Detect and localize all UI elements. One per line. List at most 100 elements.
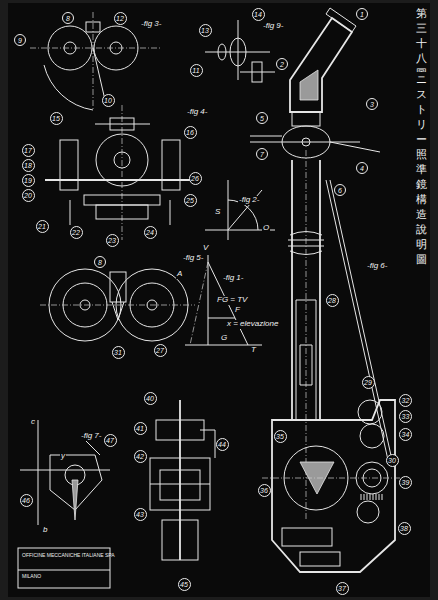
callout-number: 45 [178, 578, 191, 591]
point-letter: c [30, 418, 36, 427]
callout-text: 24 [146, 229, 154, 236]
callout-text: 5 [260, 115, 264, 122]
callout-text: 29 [364, 379, 372, 386]
callout-text: 12 [116, 15, 124, 22]
callout-number: 40 [144, 392, 157, 405]
callout-text: 17 [24, 147, 32, 154]
point-letter: T [250, 346, 257, 355]
callout-text: 8 [66, 15, 70, 22]
callout-text: 9 [18, 37, 22, 44]
callout-number: 7 [256, 148, 268, 160]
callout-number: 12 [114, 12, 127, 25]
point-letter: V [202, 244, 209, 253]
callout-text: 13 [201, 27, 209, 34]
callout-number: 26 [189, 172, 202, 185]
fig2-drawing [205, 180, 275, 240]
callout-number: 46 [20, 494, 33, 507]
callout-number: 19 [22, 174, 35, 187]
callout-number: 30 [386, 454, 399, 467]
eyepiece-assembly [250, 8, 380, 158]
callout-number: 37 [336, 582, 349, 595]
callout-number: 11 [190, 64, 203, 77]
callout-text: 3 [370, 101, 374, 108]
callout-number: 21 [36, 220, 49, 233]
callout-text: 45 [180, 581, 188, 588]
callout-number: 3 [366, 98, 378, 110]
figure-label: -fig 2- [238, 196, 260, 205]
point-letter: S [214, 208, 221, 217]
callout-text: 6 [338, 187, 342, 194]
stamp-text: MILANO [21, 574, 42, 580]
callout-text: 36 [260, 487, 268, 494]
callout-text: 14 [254, 11, 262, 18]
callout-text: 4 [360, 165, 364, 172]
callout-number: 2 [276, 58, 288, 70]
callout-number: 32 [399, 394, 412, 407]
callout-number: 13 [199, 24, 212, 37]
callout-text: 16 [186, 129, 194, 136]
callout-number: 8 [94, 256, 106, 268]
callout-text: 43 [136, 511, 144, 518]
callout-text: 2 [280, 61, 284, 68]
callout-number: 34 [399, 428, 412, 441]
callout-text: 7 [260, 151, 264, 158]
callout-text: 26 [191, 175, 199, 182]
callout-number: 17 [22, 144, 35, 157]
callout-text: 30 [388, 457, 396, 464]
figure-label: -fig 5- [182, 254, 204, 263]
callout-text: 31 [114, 349, 122, 356]
callout-text: 32 [402, 397, 410, 404]
fig8-drawing [150, 400, 215, 560]
callout-text: 15 [52, 115, 60, 122]
callout-number: 42 [134, 450, 147, 463]
callout-number: 23 [106, 234, 119, 247]
callout-number: 15 [50, 112, 63, 125]
callout-text: 8 [98, 259, 102, 266]
figure-label: -fig 3- [140, 20, 162, 29]
callout-text: 27 [156, 347, 164, 354]
callout-text: 42 [136, 453, 144, 460]
callout-number: 18 [22, 159, 35, 172]
callout-text: 28 [328, 297, 336, 304]
callout-text: 21 [38, 223, 46, 230]
callout-text: 47 [106, 437, 114, 444]
callout-number: 5 [256, 112, 268, 124]
callout-number: 28 [326, 294, 339, 307]
callout-text: 18 [24, 162, 32, 169]
callout-text: 20 [24, 192, 32, 199]
figure-label: -fig 7- [80, 432, 102, 441]
callout-number: 47 [104, 434, 117, 447]
callout-number: 8 [62, 12, 74, 24]
callout-number: 29 [362, 376, 375, 389]
callout-number: 16 [184, 126, 197, 139]
callout-number: 24 [144, 226, 157, 239]
callout-text: 22 [72, 229, 80, 236]
callout-number: 35 [274, 430, 287, 443]
main-body [262, 400, 405, 572]
callout-text: 41 [136, 425, 144, 432]
sheet-ground [8, 3, 430, 597]
figure-label: -fig 9- [262, 22, 284, 31]
callout-number: 9 [14, 34, 26, 46]
callout-number: 1 [356, 8, 368, 20]
fig7-drawing [20, 420, 110, 525]
callout-number: 6 [334, 184, 346, 196]
callout-number: 31 [112, 346, 125, 359]
callout-text: 37 [338, 585, 346, 592]
stamp-text: OFFICINE MECCANICHE ITALIANE SPA [21, 553, 116, 559]
callout-number: 43 [134, 508, 147, 521]
point-letter: F [234, 306, 241, 315]
callout-text: 35 [276, 433, 284, 440]
point-letter: A [176, 270, 183, 279]
callout-text: 40 [146, 395, 154, 402]
point-letter: b [42, 526, 48, 535]
callout-text: 38 [400, 525, 408, 532]
callout-text: 34 [402, 431, 410, 438]
callout-number: 22 [70, 226, 83, 239]
callout-text: 23 [108, 237, 116, 244]
point-letter: G [220, 334, 228, 343]
sheet-title: 第三十八圖 [416, 6, 427, 81]
callout-text: 19 [24, 177, 32, 184]
